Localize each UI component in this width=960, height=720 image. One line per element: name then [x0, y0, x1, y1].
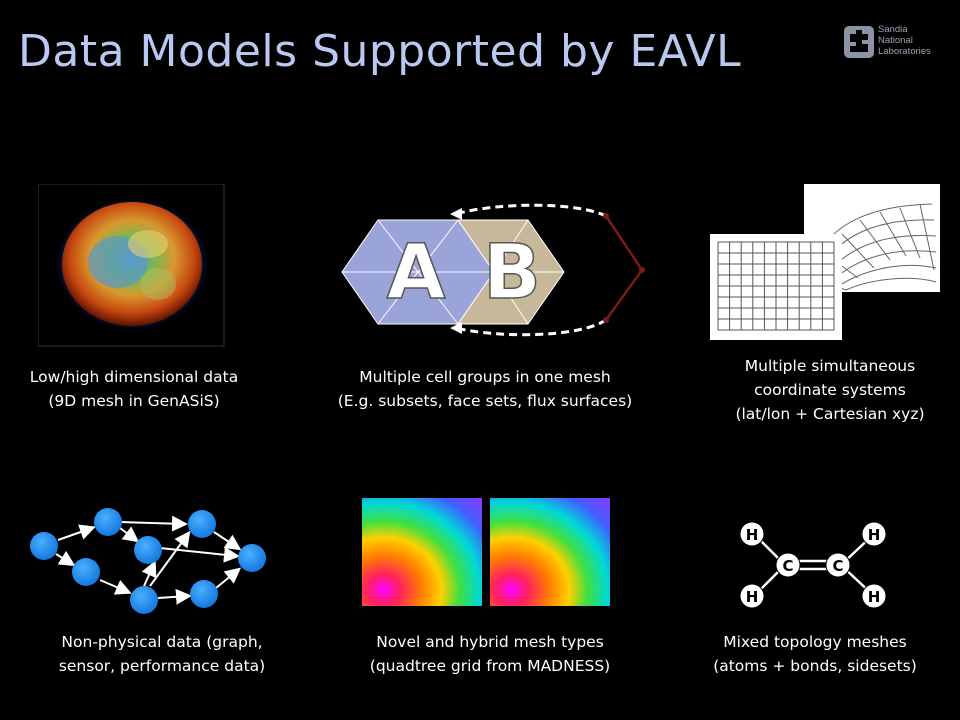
logo-line: Sandia — [878, 24, 908, 35]
caption-line: (9D mesh in GenASiS) — [48, 392, 220, 410]
caption-line: Multiple simultaneous — [744, 357, 916, 375]
caption-cell-groups: Multiple cell groups in one mesh (E.g. s… — [300, 365, 670, 413]
label-a: A — [387, 227, 446, 316]
graph-node — [72, 558, 100, 586]
caption-coordinate-systems: Multiple simultaneous coordinate systems… — [700, 354, 960, 426]
quadtree-image-left — [362, 498, 482, 606]
caption-line: (quadtree grid from MADNESS) — [369, 657, 611, 675]
atom-h: H — [746, 526, 759, 544]
quadtree-image-right — [490, 498, 610, 606]
logo-line: National — [878, 35, 913, 46]
atom-c: C — [832, 557, 843, 575]
sandia-logo — [844, 26, 874, 58]
caption-mixed-topology: Mixed topology meshes (atoms + bonds, si… — [690, 630, 940, 678]
caption-line: sensor, performance data) — [58, 657, 266, 675]
graph-node — [134, 536, 162, 564]
graph-node — [238, 544, 266, 572]
caption-line: Low/high dimensional data — [29, 368, 239, 386]
caption-line: Mixed topology meshes — [723, 633, 907, 651]
coordinate-systems-diagram — [710, 184, 940, 340]
quadtree-grid-images — [362, 498, 610, 606]
atom-c: C — [782, 557, 793, 575]
sandia-logo-text: Sandia National Laboratories — [878, 24, 931, 57]
caption-low-high-dimensional: Low/high dimensional data (9D mesh in Ge… — [14, 365, 254, 413]
molecule-diagram: H H H H C C — [739, 521, 887, 609]
atom-h: H — [868, 588, 881, 606]
caption-line: coordinate systems — [754, 381, 906, 399]
graph-node — [188, 510, 216, 538]
caption-line: Non-physical data (graph, — [61, 633, 263, 651]
graph-diagram — [30, 508, 266, 614]
caption-non-physical-data: Non-physical data (graph, sensor, perfor… — [24, 630, 300, 678]
caption-line: (E.g. subsets, face sets, flux surfaces) — [337, 392, 633, 410]
caption-line: Novel and hybrid mesh types — [376, 633, 604, 651]
caption-line: (atoms + bonds, sidesets) — [713, 657, 917, 675]
caption-line: (lat/lon + Cartesian xyz) — [735, 405, 925, 423]
cell-groups-diagram: A B — [341, 203, 645, 337]
atom-h: H — [746, 588, 759, 606]
genasis-mesh-image — [38, 184, 225, 347]
slide-title: Data Models Supported by EAVL — [18, 26, 742, 77]
label-b: B — [483, 227, 541, 316]
graph-node — [30, 532, 58, 560]
graph-node — [94, 508, 122, 536]
graph-node — [190, 580, 218, 608]
atom-h: H — [868, 526, 881, 544]
logo-line: Laboratories — [878, 46, 931, 57]
caption-hybrid-mesh: Novel and hybrid mesh types (quadtree gr… — [330, 630, 650, 678]
caption-line: Multiple cell groups in one mesh — [359, 368, 611, 386]
graph-node — [130, 586, 158, 614]
